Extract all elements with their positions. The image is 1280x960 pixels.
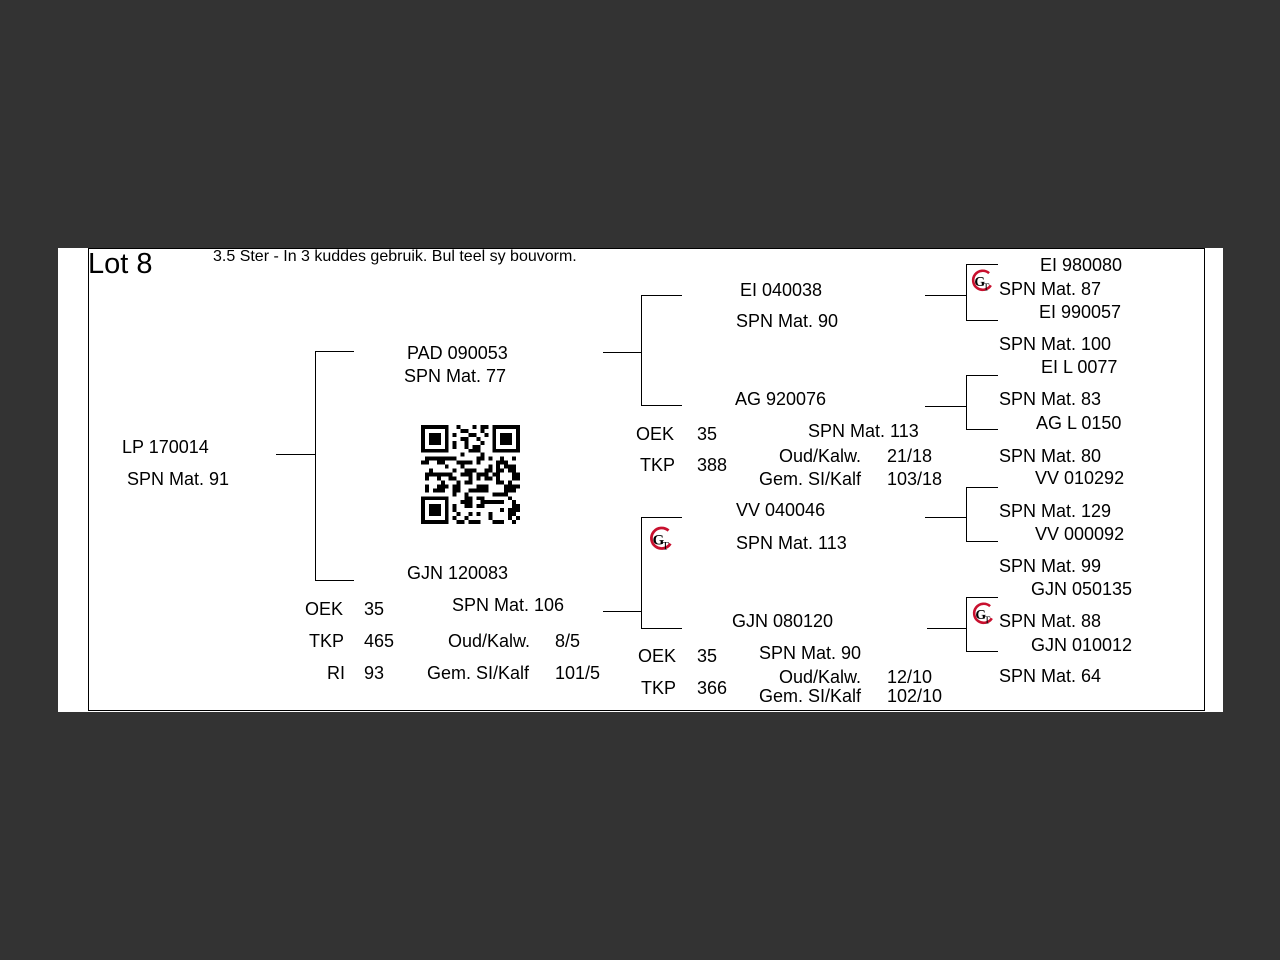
animal-spn: SPN Mat. 91 xyxy=(127,469,230,489)
connector-line xyxy=(966,651,998,652)
dam-dam-gem-label: Gem. SI/Kalf xyxy=(759,686,862,706)
ggd-3-spn: SPN Mat. 99 xyxy=(999,556,1102,576)
connector-line xyxy=(641,295,642,405)
dam-dam-tkp-value: 366 xyxy=(697,678,728,698)
dam-dam-id: GJN 080120 xyxy=(732,611,834,631)
dam-ri-value: 93 xyxy=(364,663,385,683)
sire-dam-gem-value: 103/18 xyxy=(887,469,943,489)
svg-text:T: T xyxy=(662,540,669,552)
svg-text:G: G xyxy=(974,274,985,289)
connector-line xyxy=(315,351,354,352)
connector-line xyxy=(966,264,998,265)
sire-dam-oek-label: OEK xyxy=(636,424,675,444)
dam-sire-id: VV 040046 xyxy=(736,500,826,520)
connector-line xyxy=(641,517,642,628)
connector-line xyxy=(966,487,998,488)
sire-dam-oud-value: 21/18 xyxy=(887,446,933,466)
dam-dam-oud-label: Oud/Kalw. xyxy=(779,667,862,687)
connector-line xyxy=(315,351,316,580)
svg-text:T: T xyxy=(984,616,991,627)
dam-sire-spn: SPN Mat. 113 xyxy=(736,533,847,553)
ggs-3-spn: SPN Mat. 129 xyxy=(999,501,1112,521)
dam-gem-value: 101/5 xyxy=(555,663,601,683)
connector-line xyxy=(641,628,682,629)
sire-dam-tkp-value: 388 xyxy=(697,455,728,475)
ggs-2-id: EI L 0077 xyxy=(1041,357,1118,377)
ggd-2-id: AG L 0150 xyxy=(1036,413,1122,433)
sire-dam-gem-label: Gem. SI/Kalf xyxy=(759,469,862,489)
connector-line xyxy=(641,295,682,296)
connector-line xyxy=(315,580,354,581)
animal-id: LP 170014 xyxy=(122,437,209,457)
ggs-4-spn: SPN Mat. 88 xyxy=(999,611,1102,631)
connector-line xyxy=(925,517,966,518)
ggs-3-id: VV 010292 xyxy=(1035,468,1125,488)
connector-line xyxy=(641,517,682,518)
dam-dam-oud-value: 12/10 xyxy=(887,667,933,687)
ggd-1-spn: SPN Mat. 100 xyxy=(999,334,1112,354)
gt-logo-icon: G T xyxy=(972,602,993,627)
lot-frame xyxy=(88,248,1205,711)
svg-text:T: T xyxy=(983,283,990,294)
connector-line xyxy=(641,405,682,406)
ggs-1-spn: SPN Mat. 87 xyxy=(999,279,1102,299)
catalogue-page xyxy=(58,248,1223,712)
sire-dam-spn: SPN Mat. 113 xyxy=(808,421,919,441)
lot-note: 3.5 Ster - In 3 kuddes gebruik. Bul teel… xyxy=(213,248,577,265)
ggs-1-id: EI 980080 xyxy=(1040,255,1123,275)
connector-line xyxy=(966,264,967,321)
connector-line xyxy=(966,597,998,598)
connector-line xyxy=(966,375,967,430)
qr-code-icon xyxy=(421,425,520,524)
gt-logo-icon: G T xyxy=(650,526,672,552)
dam-spn: SPN Mat. 106 xyxy=(452,595,565,615)
connector-line xyxy=(927,628,966,629)
dam-oek-value: 35 xyxy=(364,599,385,619)
dam-oek-label: OEK xyxy=(305,599,344,619)
ggd-1-id: EI 990057 xyxy=(1039,302,1122,322)
ggd-4-id: GJN 010012 xyxy=(1031,635,1133,655)
sire-dam-tkp-label: TKP xyxy=(640,455,676,475)
connector-line xyxy=(966,429,998,430)
gt-logo-icon: G T xyxy=(971,269,992,294)
dam-dam-gem-value: 102/10 xyxy=(887,686,943,706)
ggs-4-id: GJN 050135 xyxy=(1031,579,1133,599)
dam-dam-tkp-label: TKP xyxy=(641,678,677,698)
dam-dam-spn: SPN Mat. 90 xyxy=(759,643,862,663)
connector-line xyxy=(966,487,967,542)
ggd-2-spn: SPN Mat. 80 xyxy=(999,446,1102,466)
connector-line xyxy=(925,406,966,407)
sire-sire-spn: SPN Mat. 90 xyxy=(736,311,839,331)
dam-dam-oek-value: 35 xyxy=(697,646,718,666)
dam-oud-value: 8/5 xyxy=(555,631,581,651)
connector-line xyxy=(966,375,998,376)
connector-line xyxy=(925,295,966,296)
sire-id: PAD 090053 xyxy=(407,343,508,363)
connector-line xyxy=(603,352,641,353)
dam-gem-label: Gem. SI/Kalf xyxy=(427,663,530,683)
connector-line xyxy=(966,541,998,542)
svg-text:G: G xyxy=(975,607,986,622)
ggs-2-spn: SPN Mat. 83 xyxy=(999,389,1102,409)
sire-sire-id: EI 040038 xyxy=(740,280,823,300)
lot-title: Lot 8 xyxy=(88,248,153,280)
connector-line xyxy=(603,611,641,612)
connector-line xyxy=(966,597,967,652)
dam-dam-oek-label: OEK xyxy=(638,646,677,666)
connector-line xyxy=(966,320,998,321)
dam-id: GJN 120083 xyxy=(407,563,509,583)
dam-oud-label: Oud/Kalw. xyxy=(448,631,531,651)
sire-dam-oud-label: Oud/Kalw. xyxy=(779,446,862,466)
sire-dam-oek-value: 35 xyxy=(697,424,718,444)
sire-spn: SPN Mat. 77 xyxy=(404,366,507,386)
sire-dam-id: AG 920076 xyxy=(735,389,827,409)
ggd-4-spn: SPN Mat. 64 xyxy=(999,666,1102,686)
dam-tkp-label: TKP xyxy=(309,631,345,651)
dam-ri-label: RI xyxy=(327,663,345,683)
connector-line xyxy=(276,454,315,455)
svg-text:G: G xyxy=(653,533,665,549)
ggd-3-id: VV 000092 xyxy=(1035,524,1125,544)
dam-tkp-value: 465 xyxy=(364,631,395,651)
